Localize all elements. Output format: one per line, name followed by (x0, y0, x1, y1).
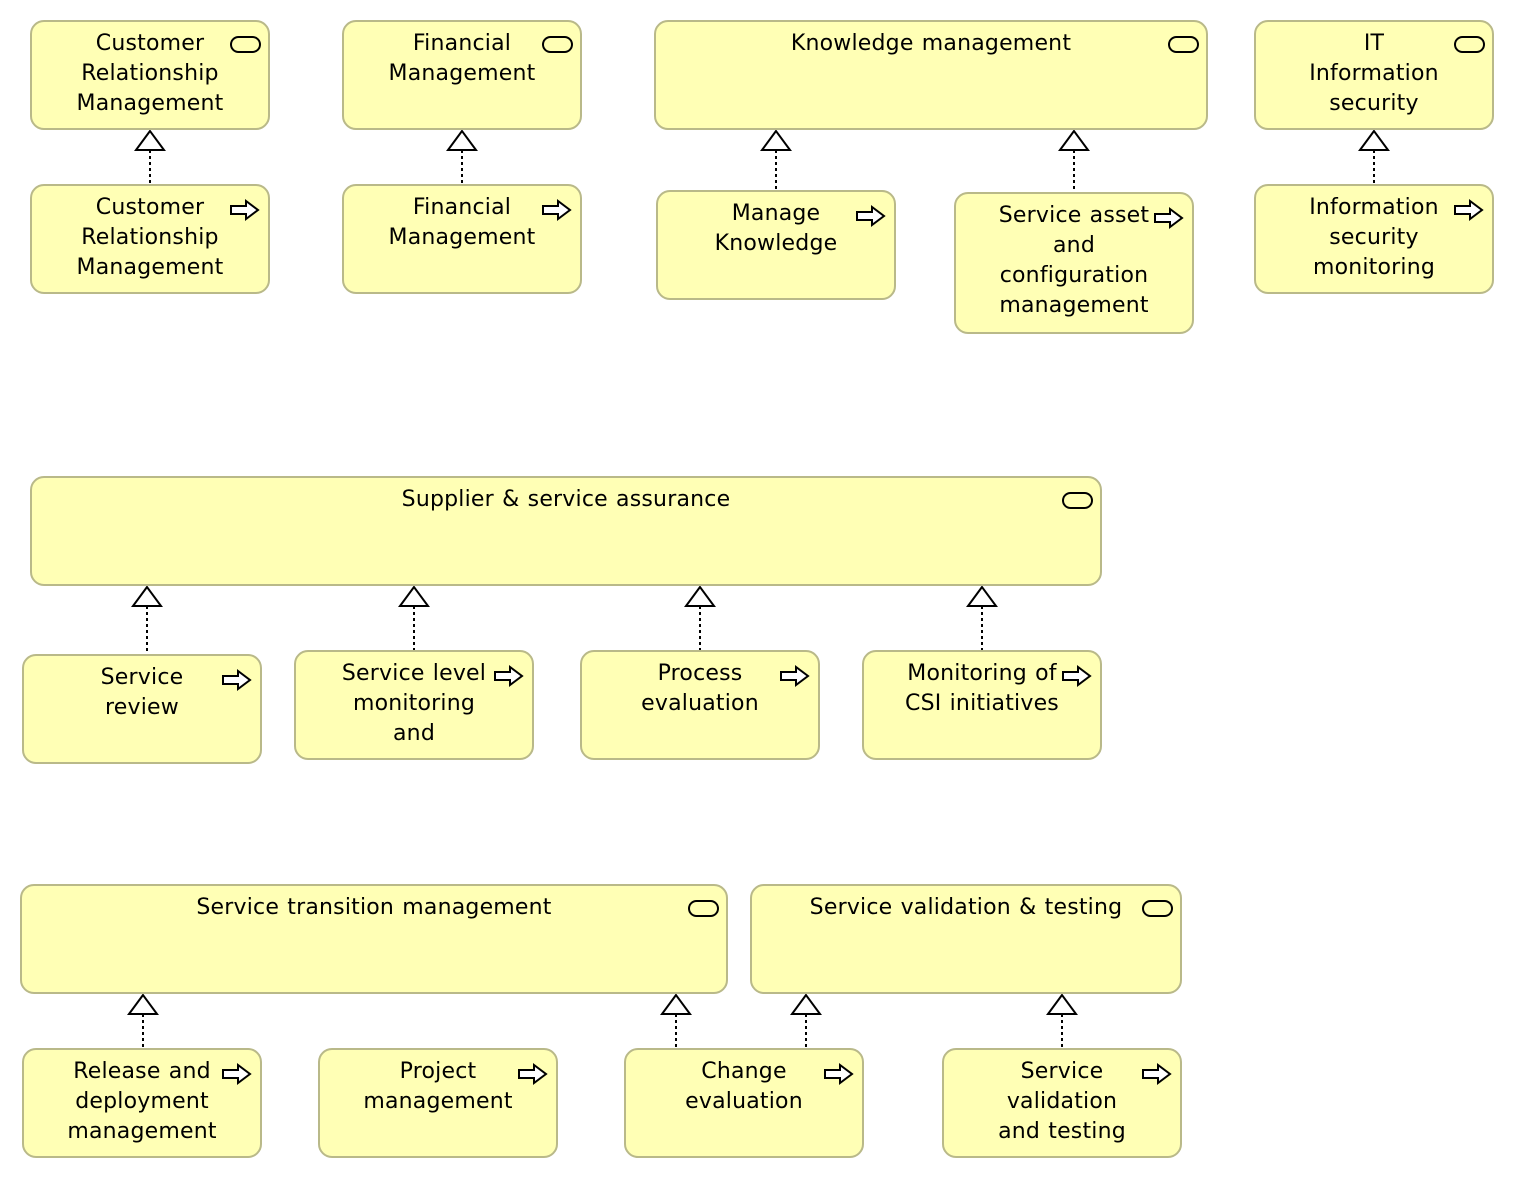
business-process-arrow-icon (855, 204, 887, 228)
realization-triangle-icon (1358, 129, 1390, 151)
realization-triangle-icon (127, 993, 159, 1015)
business-process-arrow-icon (1061, 664, 1093, 688)
process-service-validation-and-testing[interactable]: Service validation and testing (942, 1048, 1182, 1158)
business-service-icon (688, 900, 719, 917)
business-process-arrow-icon (517, 1062, 549, 1086)
realization-triangle-icon (134, 129, 166, 151)
realization-relation-csi_process-to-ssa_service[interactable] (966, 585, 998, 652)
node-label: Customer Relationship Management (76, 31, 224, 116)
business-service-icon (1142, 900, 1173, 917)
node-label: Service review (100, 665, 184, 720)
process-service-review[interactable]: Service review (22, 654, 262, 764)
service-supplier-and-service-assurance[interactable]: Supplier & service assurance (30, 476, 1102, 586)
realization-relation-rdm_process-to-stm_service[interactable] (127, 993, 159, 1050)
node-label: Manage Knowledge (714, 201, 838, 256)
service-service-validation-and-testing[interactable]: Service validation & testing (750, 884, 1182, 994)
business-process-arrow-icon (493, 664, 525, 688)
process-project-management[interactable]: Project management (318, 1048, 558, 1158)
realization-triangle-icon (966, 585, 998, 607)
realization-triangle-icon (660, 993, 692, 1015)
node-label: Knowledge management (790, 31, 1072, 56)
process-customer-relationship-management[interactable]: Customer Relationship Management (30, 184, 270, 294)
node-label: Service validation and testing (998, 1059, 1126, 1144)
business-process-arrow-icon (221, 668, 253, 692)
node-label: Project management (363, 1059, 513, 1114)
node-label: Monitoring of CSI initiatives (905, 661, 1059, 716)
realization-relation-pe_process-to-ssa_service[interactable] (684, 585, 716, 652)
node-label: Service validation & testing (809, 895, 1123, 920)
process-manage-knowledge[interactable]: Manage Knowledge (656, 190, 896, 300)
business-process-arrow-icon (779, 664, 811, 688)
realization-triangle-icon (760, 129, 792, 151)
business-service-icon (542, 36, 573, 53)
process-process-evaluation[interactable]: Process evaluation (580, 650, 820, 760)
node-label: Release and deployment management (67, 1059, 217, 1144)
business-process-arrow-icon (823, 1062, 855, 1086)
node-label: Supplier & service assurance (401, 487, 731, 512)
node-label: Change evaluation (685, 1059, 803, 1114)
process-monitoring-of-csi-initiatives[interactable]: Monitoring of CSI initiatives (862, 650, 1102, 760)
realization-triangle-icon (1058, 129, 1090, 151)
node-label: Information security monitoring (1309, 195, 1439, 280)
business-service-icon (1454, 36, 1485, 53)
realization-triangle-icon (790, 993, 822, 1015)
business-service-icon (1168, 36, 1199, 53)
process-information-security-monitoring[interactable]: Information security monitoring (1254, 184, 1494, 294)
business-process-arrow-icon (1141, 1062, 1173, 1086)
business-process-arrow-icon (1453, 198, 1485, 222)
realization-relation-ce_process-to-svt_service[interactable] (790, 993, 822, 1050)
realization-triangle-icon (684, 585, 716, 607)
realization-relation-ism_process-to-it_service[interactable] (1358, 129, 1390, 186)
process-financial-management[interactable]: Financial Management (342, 184, 582, 294)
realization-relation-crm_process-to-crm_service[interactable] (134, 129, 166, 186)
business-service-icon (1062, 492, 1093, 509)
node-label: Financial Management (388, 195, 536, 250)
process-release-and-deployment-management[interactable]: Release and deployment management (22, 1048, 262, 1158)
realization-relation-slm_process-to-ssa_service[interactable] (398, 585, 430, 652)
realization-triangle-icon (1046, 993, 1078, 1015)
realization-triangle-icon (131, 585, 163, 607)
service-it-information-security[interactable]: IT Information security (1254, 20, 1494, 130)
realization-relation-sacm_process-to-km_service[interactable] (1058, 129, 1090, 194)
node-label: Service level monitoring and (341, 661, 487, 746)
realization-relation-sr_process-to-ssa_service[interactable] (131, 585, 163, 656)
business-process-arrow-icon (541, 198, 573, 222)
realization-relation-ce_process-to-stm_service[interactable] (660, 993, 692, 1050)
node-label: Customer Relationship Management (76, 195, 224, 280)
node-label: IT Information security (1309, 31, 1439, 116)
realization-triangle-icon (398, 585, 430, 607)
process-service-level-monitoring[interactable]: Service level monitoring and (294, 650, 534, 760)
business-process-arrow-icon (1153, 206, 1185, 230)
service-service-transition-management[interactable]: Service transition management (20, 884, 728, 994)
process-change-evaluation[interactable]: Change evaluation (624, 1048, 864, 1158)
realization-relation-svtp_process-to-svt_service[interactable] (1046, 993, 1078, 1050)
process-service-asset-and-configuration-management[interactable]: Service asset and configuration manageme… (954, 192, 1194, 334)
service-customer-relationship-management[interactable]: Customer Relationship Management (30, 20, 270, 130)
realization-relation-mk_process-to-km_service[interactable] (760, 129, 792, 192)
node-label: Financial Management (388, 31, 536, 86)
realization-relation-fin_process-to-fin_service[interactable] (446, 129, 478, 186)
service-financial-management[interactable]: Financial Management (342, 20, 582, 130)
service-knowledge-management[interactable]: Knowledge management (654, 20, 1208, 130)
node-label: Process evaluation (641, 661, 759, 716)
node-label: Service transition management (196, 895, 552, 920)
business-process-arrow-icon (221, 1062, 253, 1086)
node-label: Service asset and configuration manageme… (998, 203, 1150, 318)
business-process-arrow-icon (229, 198, 261, 222)
realization-triangle-icon (446, 129, 478, 151)
business-service-icon (230, 36, 261, 53)
